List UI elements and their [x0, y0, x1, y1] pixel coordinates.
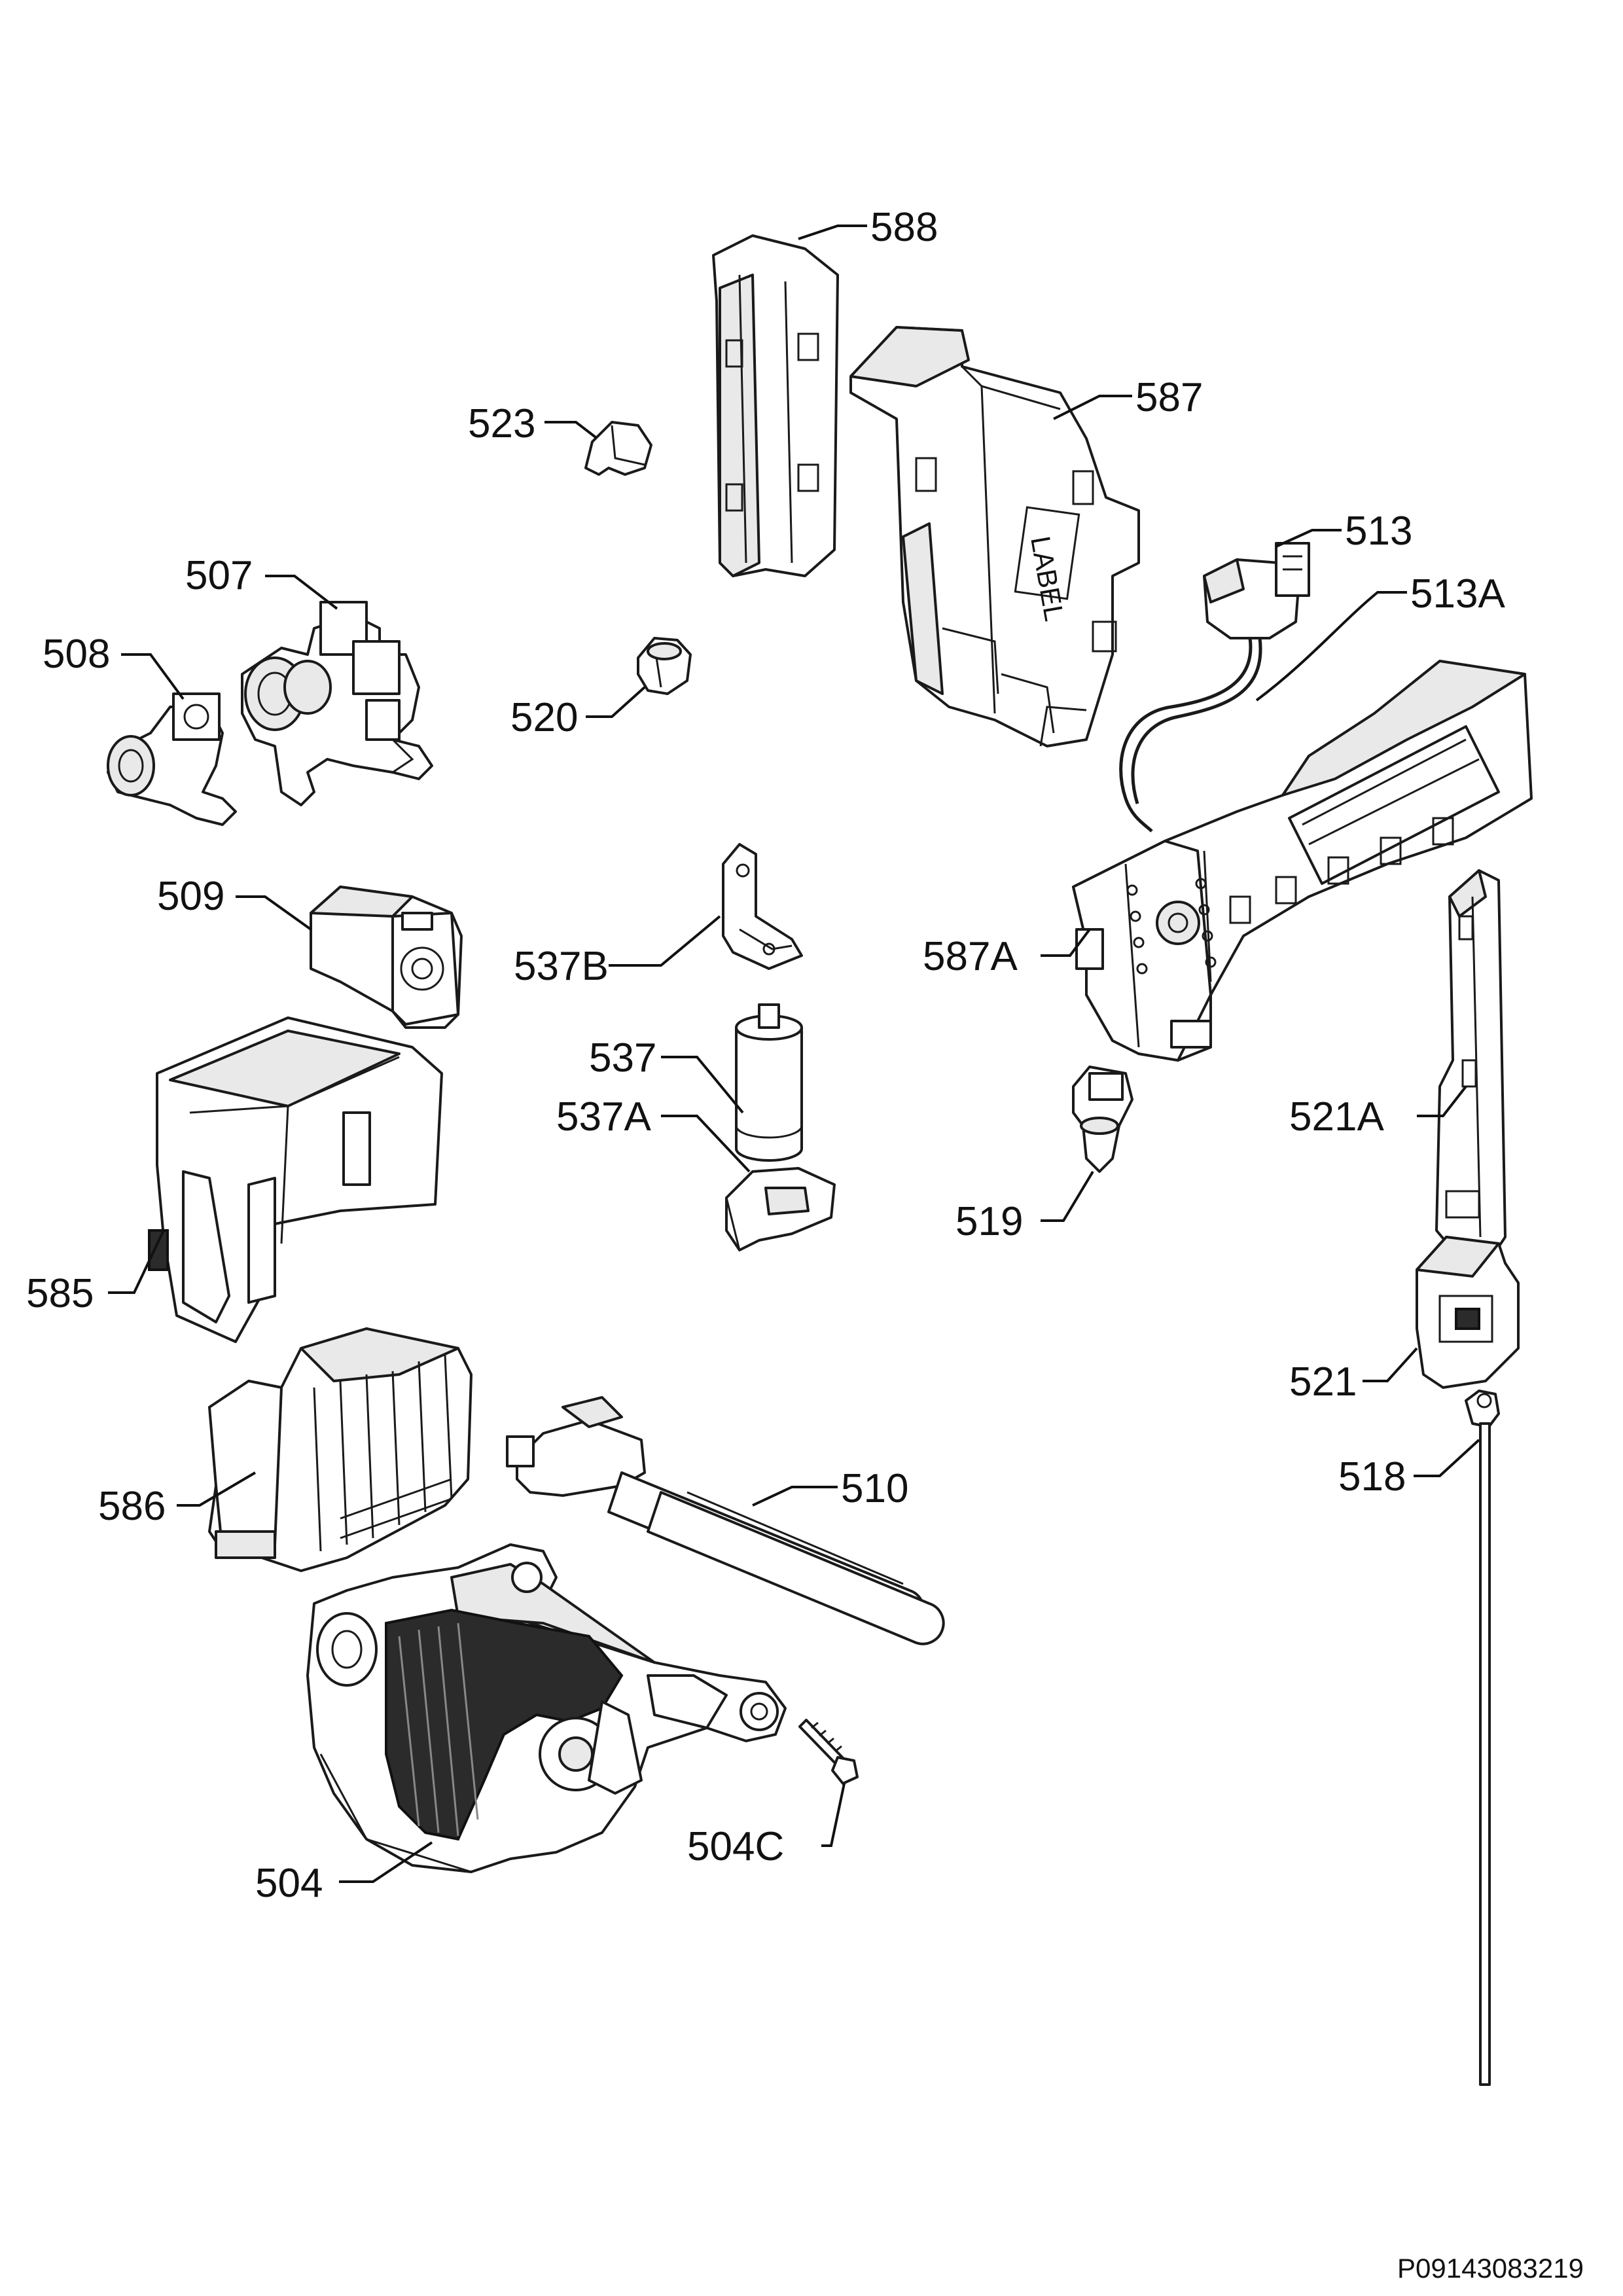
part-537a-capacitor-clip — [725, 1167, 836, 1251]
part-521a-door-lock-rail — [1435, 869, 1507, 1258]
label-510: 510 — [841, 1466, 908, 1511]
part-523-clip — [584, 421, 652, 476]
label-586: 586 — [98, 1484, 166, 1529]
label-513a: 513A — [1410, 571, 1505, 617]
label-587: 587 — [1135, 375, 1203, 420]
label-588: 588 — [870, 205, 938, 250]
label-520: 520 — [510, 695, 578, 740]
part-587-control-box: LABEL — [849, 326, 1140, 747]
part-521-door-lock — [1416, 1236, 1520, 1389]
label-507: 507 — [185, 553, 253, 598]
part-518-lock-rod — [1465, 1390, 1500, 2086]
label-523: 523 — [468, 401, 535, 446]
label-513: 513 — [1345, 509, 1412, 554]
label-518: 518 — [1338, 1454, 1406, 1499]
label-537b: 537B — [514, 944, 609, 989]
label-537: 537 — [589, 1035, 656, 1081]
label-519: 519 — [955, 1199, 1023, 1244]
part-513-sensor — [1203, 542, 1310, 639]
label-504: 504 — [255, 1861, 323, 1906]
label-585: 585 — [26, 1271, 94, 1316]
part-508-water-valve — [107, 692, 237, 826]
label-521: 521 — [1289, 1359, 1357, 1405]
part-586-motor-housing — [208, 1327, 473, 1572]
part-587a-control-panel — [1072, 660, 1533, 1062]
part-537-capacitor — [735, 1003, 803, 1162]
part-504c-screw — [798, 1719, 859, 1785]
part-585-cover-hood — [148, 1016, 443, 1343]
part-509-actuator — [310, 886, 463, 1029]
label-504c: 504C — [687, 1824, 784, 1869]
label-537a: 537A — [556, 1094, 651, 1139]
part-507-water-valve — [241, 601, 433, 806]
part-504-drive-motor — [306, 1543, 787, 1873]
diagram-id: P09143083219 — [1397, 2253, 1584, 2284]
part-520-sensor — [637, 637, 692, 695]
part-513a-wire-harness — [1119, 637, 1262, 833]
part-519-valve — [1072, 1066, 1133, 1173]
part-588-cover — [712, 234, 839, 577]
part-510-heating-element — [506, 1396, 945, 1645]
label-508: 508 — [43, 632, 110, 677]
label-587a: 587A — [923, 934, 1018, 979]
label-521a: 521A — [1289, 1094, 1384, 1139]
part-537b-bracket — [722, 843, 803, 970]
label-509: 509 — [157, 874, 224, 919]
